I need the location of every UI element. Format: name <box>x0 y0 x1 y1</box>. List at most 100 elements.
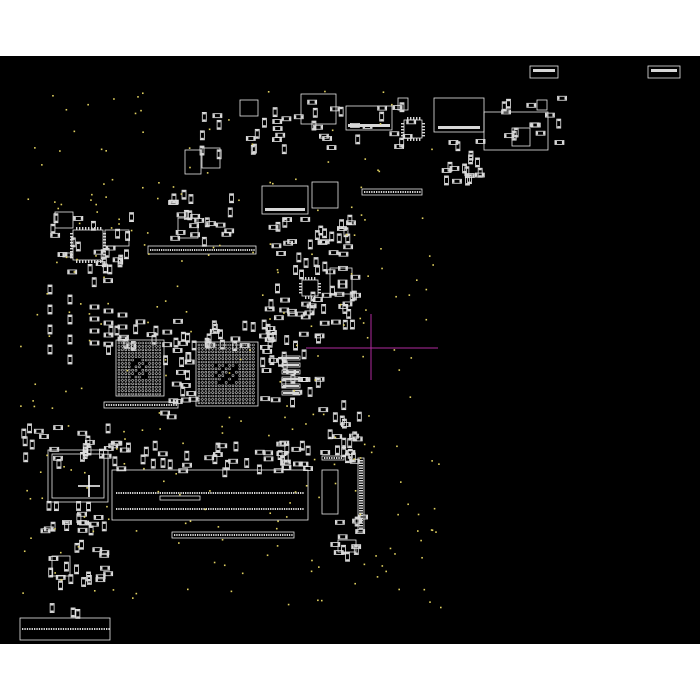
pad <box>113 258 116 262</box>
via <box>181 260 183 262</box>
via <box>334 436 337 439</box>
pad <box>109 326 113 329</box>
pad <box>307 100 310 104</box>
pad <box>173 348 176 352</box>
bga-ball <box>245 377 248 381</box>
pad <box>207 333 211 336</box>
bga-ball <box>224 401 228 405</box>
via <box>118 223 120 225</box>
pad <box>275 358 278 362</box>
pad <box>475 164 479 167</box>
pad <box>335 445 339 448</box>
pad <box>268 338 272 341</box>
bga-ball <box>158 389 162 392</box>
pad <box>181 332 185 335</box>
bga-ball <box>155 389 158 392</box>
pad <box>85 227 87 230</box>
pad <box>34 429 37 433</box>
pad <box>184 213 187 217</box>
pad <box>212 320 216 323</box>
pad <box>388 191 390 193</box>
bga-ball <box>241 377 245 381</box>
pad <box>107 345 111 348</box>
via <box>46 454 48 457</box>
pad <box>115 404 117 406</box>
pad <box>262 369 265 373</box>
bga-ball <box>221 357 225 360</box>
pad <box>359 472 363 474</box>
pad <box>49 447 52 451</box>
pad <box>106 246 109 250</box>
pad <box>73 216 76 220</box>
bga-ball <box>228 364 231 367</box>
bga-ball <box>151 358 155 362</box>
pad <box>77 431 80 435</box>
pad <box>118 313 120 317</box>
chip-package <box>311 181 339 209</box>
pad <box>350 245 353 249</box>
pad <box>240 344 243 348</box>
pad <box>134 492 136 494</box>
pad <box>338 252 341 256</box>
pad <box>205 338 209 341</box>
pad <box>287 312 290 316</box>
pad <box>67 270 70 274</box>
bga-ball <box>218 364 221 367</box>
pad <box>237 337 240 341</box>
bga-ball <box>241 381 245 384</box>
bga-ball <box>201 343 204 347</box>
bga-ball <box>151 385 155 389</box>
via <box>76 258 78 261</box>
bga-ball <box>207 384 211 388</box>
pad <box>213 453 216 457</box>
pad <box>101 256 105 259</box>
pcb-canvas[interactable] <box>0 56 700 644</box>
bga-ball <box>231 391 235 394</box>
pad <box>416 191 419 193</box>
bga-ball <box>248 374 252 377</box>
pad <box>512 131 516 134</box>
pad <box>281 469 284 473</box>
pad <box>196 508 198 510</box>
pcb-board-drawing[interactable] <box>0 56 700 644</box>
pad <box>57 233 60 237</box>
bga-ball <box>141 345 145 348</box>
bga-ball <box>228 384 231 388</box>
pad <box>168 459 172 462</box>
bga-ball <box>224 353 228 357</box>
pad <box>282 534 284 536</box>
pad <box>158 404 161 406</box>
pad <box>191 508 194 510</box>
pad <box>266 334 269 338</box>
via <box>67 425 70 427</box>
pad <box>22 628 24 630</box>
pad <box>39 435 42 439</box>
pad <box>218 329 222 332</box>
pad <box>306 453 310 456</box>
bga-ball <box>238 353 242 357</box>
via <box>95 255 97 257</box>
bga-ball-grid <box>117 341 162 396</box>
pad <box>233 249 235 251</box>
via <box>285 516 288 518</box>
resistor-array <box>281 369 301 375</box>
pad <box>29 628 31 630</box>
bga-ball <box>148 372 151 375</box>
bga-ball <box>121 348 124 352</box>
pad <box>320 125 323 129</box>
via <box>435 531 437 533</box>
pad <box>311 299 315 302</box>
pad <box>228 207 232 210</box>
pad <box>74 270 77 274</box>
pad <box>185 469 188 473</box>
bga-ball <box>148 379 151 382</box>
pad <box>240 508 242 510</box>
bga-ball <box>117 341 121 345</box>
via <box>277 520 279 523</box>
pad <box>141 454 145 457</box>
pad <box>144 447 148 450</box>
pad <box>307 304 310 308</box>
pad <box>298 447 301 451</box>
bga-ball <box>134 392 138 396</box>
pad <box>134 331 138 334</box>
